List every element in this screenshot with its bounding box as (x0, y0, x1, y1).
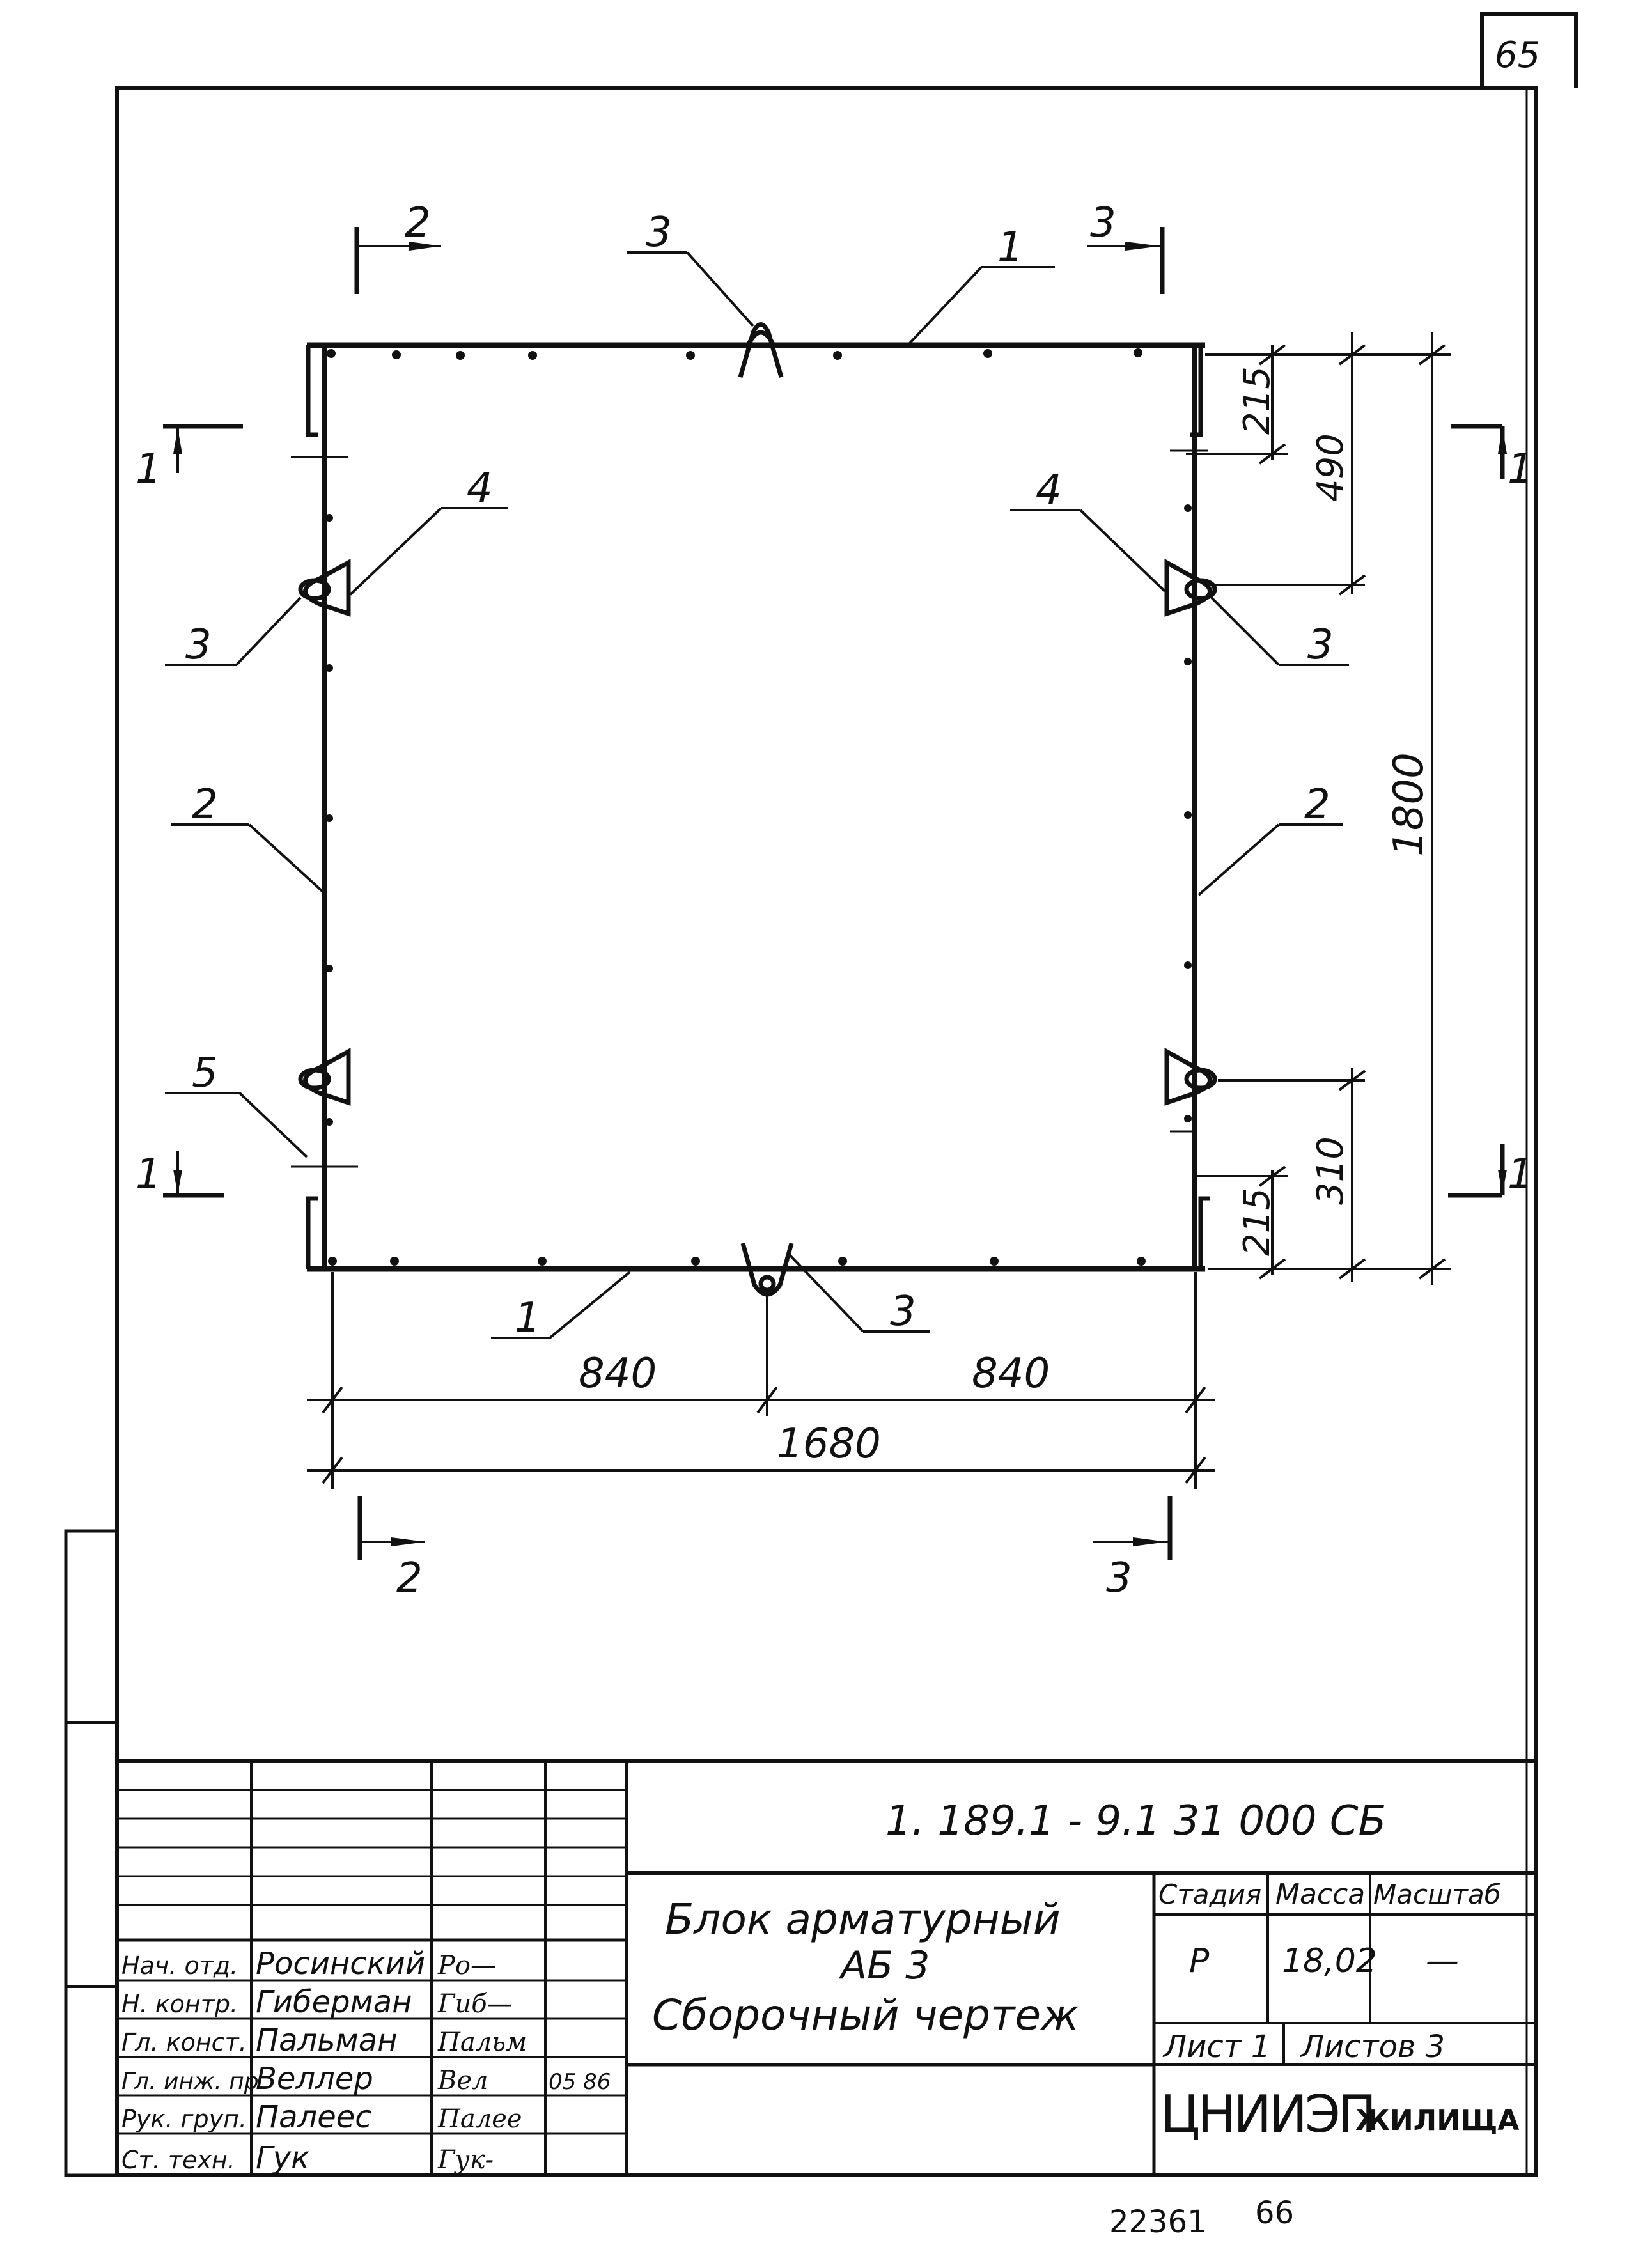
callout-top-loop: 3 (646, 209, 672, 256)
header-scale: Масштаб (1373, 1879, 1501, 1910)
value-stage: Р (1189, 1942, 1210, 1980)
section-arrows (173, 242, 1507, 1546)
block-outline (291, 342, 1210, 1272)
signer-row: Ст. техн. Гук Гук- (121, 2140, 494, 2176)
loop-right-upper (1164, 559, 1217, 617)
callout-left-loop-ring: 3 (185, 621, 212, 669)
callout-top-bar: 1 (997, 224, 1024, 271)
svg-text:Нач. отд.: Нач. отд. (121, 1952, 238, 1980)
section-label-left-bottom: 1 (136, 1151, 162, 1198)
corner-page-number: 65 (1495, 35, 1540, 76)
signer-row: Гл. конст. Пальман Пальм (121, 2023, 527, 2058)
signer-row: Гл. инж. пр. Веллер Вел 05 86 (121, 2061, 611, 2097)
title-line-2: АБ 3 (838, 1943, 930, 1988)
footer-page: 66 (1255, 2195, 1294, 2231)
signer-row: Н. контр. Гиберман Гиб— (121, 1984, 513, 2020)
svg-text:Гл. конст.: Гл. конст. (121, 2028, 247, 2056)
title-line-1: Блок арматурный (665, 1895, 1061, 1944)
svg-text:Гиб—: Гиб— (437, 1989, 513, 2019)
svg-text:Росинский: Росинский (256, 1946, 425, 1982)
signer-row: Нач. отд. Росинский Ро— (121, 1946, 496, 1982)
dim-half-right: 840 (972, 1350, 1050, 1397)
callout-bottom-loop: 3 (890, 1288, 916, 1335)
dim-top-offset-2: 490 (1310, 433, 1352, 502)
dim-bottom-offset-1: 215 (1236, 1188, 1278, 1256)
dim-top-offset-1: 215 (1236, 366, 1278, 435)
callout-left-loop-part: 4 (467, 465, 493, 512)
org-logo-sub: ЖИЛИЩА (1355, 2104, 1519, 2137)
svg-text:Веллер: Веллер (256, 2061, 373, 2097)
svg-text:Гук: Гук (256, 2140, 309, 2176)
signer-row: Рук. груп. Палеес Палее (121, 2099, 522, 2135)
svg-text:Гл. инж. пр.: Гл. инж. пр. (121, 2069, 266, 2095)
callout-bottom-bar: 1 (515, 1294, 541, 1342)
loop-right-lower (1164, 1048, 1217, 1106)
callout-right-loop-part: 4 (1036, 467, 1062, 514)
header-mass: Масса (1275, 1878, 1365, 1911)
callout-left-bar: 2 (192, 781, 218, 828)
dim-half-left: 840 (579, 1350, 657, 1397)
svg-text:Ро—: Ро— (437, 1951, 496, 1980)
org-logo-main: ЦНИИЭП (1160, 2085, 1374, 2144)
svg-text:Ст. техн.: Ст. техн. (121, 2146, 235, 2174)
section-label-left-top: 1 (136, 446, 162, 493)
dim-bottom-offset-2: 310 (1310, 1137, 1352, 1205)
svg-text:Пальм: Пальм (437, 2028, 527, 2057)
value-scale: — (1426, 1942, 1459, 1980)
callout-right-bar: 2 (1304, 781, 1330, 828)
sheets-label: Листов 3 (1300, 2029, 1445, 2065)
section-label-top-right: 3 (1090, 199, 1116, 247)
value-mass: 18,02 (1282, 1942, 1377, 1980)
svg-text:Гук-: Гук- (437, 2145, 494, 2175)
callout-right-loop-ring: 3 (1307, 621, 1334, 669)
loop-left-lower (298, 1048, 351, 1106)
rebar-dots (325, 348, 1192, 1266)
signature-date: 05 86 (549, 2069, 611, 2095)
section-label-top-left: 2 (405, 199, 431, 247)
svg-text:Палеес: Палеес (256, 2099, 372, 2135)
header-stage: Стадия (1158, 1879, 1261, 1910)
callout-left-clip: 5 (192, 1050, 218, 1097)
svg-text:Палее: Палее (437, 2104, 522, 2134)
loop-left-upper (298, 559, 351, 617)
dim-total-width: 1680 (777, 1420, 881, 1468)
loop-top (738, 322, 784, 378)
svg-text:Пальман: Пальман (256, 2023, 397, 2058)
footer-number: 22361 (1109, 2204, 1207, 2240)
title-line-3: Сборочный чертеж (652, 1991, 1079, 2040)
svg-text:Вел: Вел (437, 2066, 488, 2095)
section-label-bottom-left: 2 (396, 1555, 423, 1602)
svg-text:Гиберман: Гиберман (256, 1984, 412, 2020)
section-marks (163, 227, 1505, 1560)
sheet-label: Лист 1 (1162, 2029, 1270, 2065)
svg-text:Рук. груп.: Рук. груп. (121, 2105, 247, 2133)
title-block-grid (115, 1759, 1538, 2177)
svg-text:Н. контр.: Н. контр. (121, 1990, 238, 2018)
dimension-lines (307, 332, 1451, 1489)
doc-code: 1. 189.1 - 9.1 31 000 СБ (885, 1798, 1386, 1845)
section-label-bottom-right: 3 (1106, 1555, 1132, 1602)
dim-height: 1800 (1385, 752, 1433, 857)
section-label-right-bottom: 1 (1508, 1151, 1534, 1198)
section-label-right-top: 1 (1508, 446, 1534, 493)
sheet-frame (64, 12, 1578, 2177)
leader-lines (165, 251, 1349, 1339)
